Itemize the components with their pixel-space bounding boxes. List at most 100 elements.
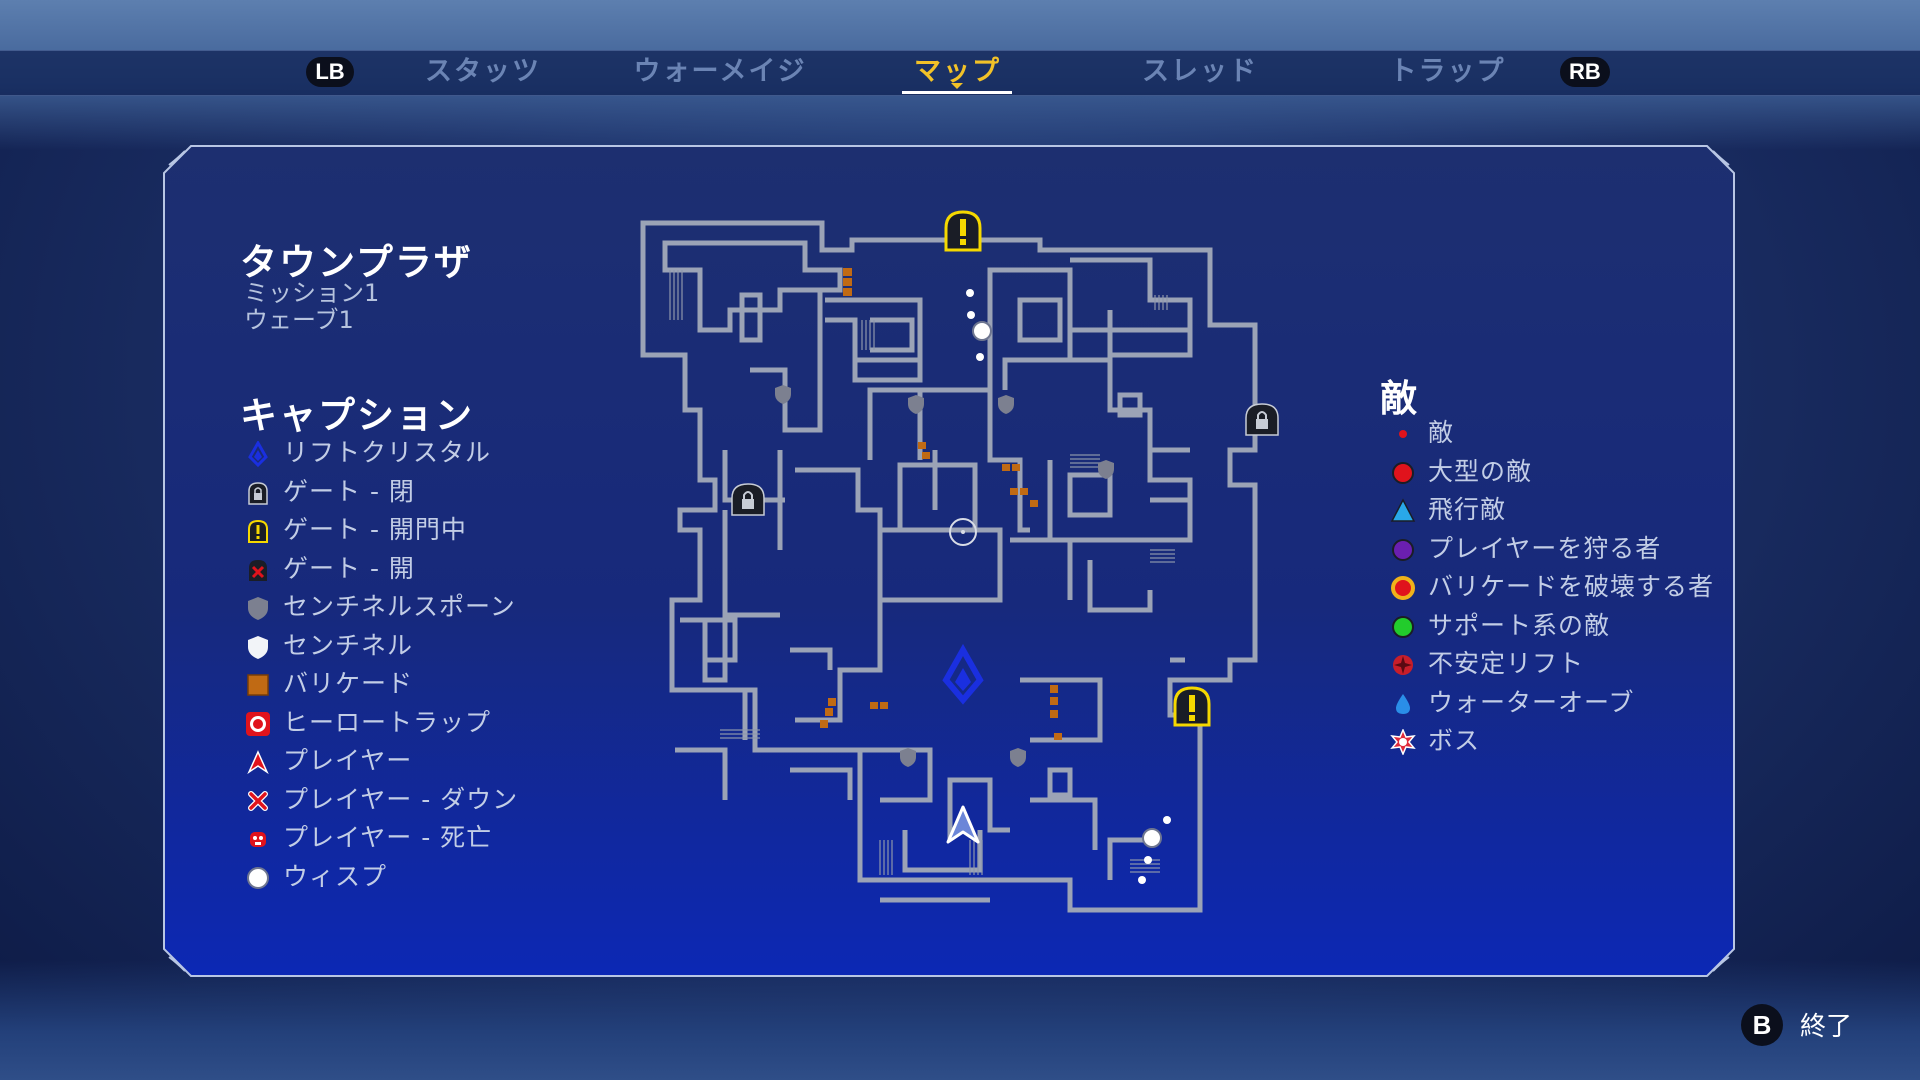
enemy-legend: 敵 大型の敵 飛行敵 プレイヤーを狩る者 バリケードを破壊する者 サポート系の敵… <box>1390 414 1714 761</box>
legend-label: 不安定リフト <box>1428 649 1585 678</box>
legend-label: バリケード <box>283 669 414 698</box>
barricade-icon <box>1050 697 1058 705</box>
player-icon <box>247 750 269 775</box>
map-svg <box>640 210 1279 913</box>
barricade-icon <box>918 442 926 449</box>
unstable-rift-icon <box>1393 655 1413 675</box>
mission-label: ミッション1 <box>244 279 380 307</box>
player-icon <box>946 805 980 844</box>
legend-item: ゲート - 開 <box>245 550 518 589</box>
rift-crystal-icon <box>248 441 268 467</box>
legend-label: サポート系の敵 <box>1428 610 1611 640</box>
barricade-icon <box>870 702 878 709</box>
gate-opening-right <box>1173 686 1211 727</box>
barricade-icon <box>820 720 828 728</box>
barricade-icon <box>825 708 833 716</box>
target-marker-icon <box>949 518 977 546</box>
map-outer-wall <box>640 220 1258 913</box>
gate-closed-left <box>731 483 765 516</box>
level-map[interactable] <box>630 210 1280 940</box>
sentinel-spawn-icon <box>775 385 791 404</box>
gate-closed-right <box>1245 403 1279 436</box>
barricade-icon <box>828 698 836 706</box>
legend-item: ウィスプ <box>245 858 518 897</box>
legend-label: バリケードを破壊する者 <box>1428 572 1715 601</box>
barricade-icon <box>1012 464 1020 471</box>
sentinel-spawn-icon <box>998 395 1014 414</box>
rift-crystal-marker <box>942 643 984 705</box>
legend-item: ウォーターオーブ <box>1390 684 1714 723</box>
sentinel-spawn-icon <box>908 395 924 414</box>
legend-label: プレイヤー - ダウン <box>283 784 519 814</box>
map-walls <box>640 220 1258 913</box>
legend-item: プレイヤー - 死亡 <box>245 819 518 858</box>
boss-icon <box>1390 729 1416 755</box>
gate-closed-icon <box>248 481 268 505</box>
barricade-icon <box>1002 464 1010 471</box>
barricade-icon <box>843 288 852 296</box>
large-enemy-icon <box>1392 461 1414 484</box>
tab-threads[interactable]: スレッド <box>1142 56 1258 87</box>
legend-item: ゲート - 開門中 <box>245 511 518 550</box>
legend-label: センチネル <box>283 630 414 660</box>
wisp-icon <box>1144 856 1152 864</box>
legend-item: ボス <box>1390 722 1714 761</box>
level-title: タウンプラザ <box>240 241 473 284</box>
legend-item: センチネル <box>245 627 518 666</box>
tab-stats[interactable]: スタッツ <box>425 56 541 87</box>
legend-label: ゲート - 開門中 <box>283 515 467 544</box>
gate-open-icon <box>249 559 267 581</box>
sentinel-spawn-icon <box>248 597 268 620</box>
legend-item: バリケードを破壊する者 <box>1390 568 1714 607</box>
legend-label: ボス <box>1428 726 1481 755</box>
tab-traps[interactable]: トラップ <box>1389 56 1506 87</box>
legend-item: ゲート - 閉 <box>245 473 518 512</box>
tab-map[interactable]: マップ <box>914 56 1001 87</box>
legend-label: ヒーロートラップ <box>283 707 492 737</box>
legend-label: ゲート - 閉 <box>283 476 415 506</box>
flying-enemy-icon <box>1390 498 1416 522</box>
legend-label: リフトクリスタル <box>283 438 492 467</box>
legend-item: 飛行敵 <box>1390 491 1714 530</box>
sentinel-icon <box>248 635 268 659</box>
legend-label: プレイヤー - 死亡 <box>283 823 493 852</box>
map-sentinel-spawns <box>775 385 1114 767</box>
barricade-icon <box>843 278 852 286</box>
legend-label: ゲート - 開 <box>283 553 415 583</box>
legend-item: サポート系の敵 <box>1390 607 1714 646</box>
legend-label: 飛行敵 <box>1428 495 1507 524</box>
wave-label: ウェーブ1 <box>244 306 354 334</box>
enemies-title: 敵 <box>1380 377 1419 420</box>
hero-trap-icon <box>246 711 270 736</box>
b-button[interactable]: B <box>1741 1004 1783 1046</box>
water-orb-icon <box>1396 693 1410 714</box>
lb-button[interactable]: LB <box>306 57 354 87</box>
legend-label: プレイヤーを狩る者 <box>1428 533 1662 563</box>
legend-item: プレイヤー - ダウン <box>245 781 518 820</box>
barricade-icon <box>1050 710 1058 718</box>
map-wisps <box>966 289 1171 884</box>
sentinel-spawn-icon <box>1098 460 1114 479</box>
sentinel-spawn-icon <box>900 748 916 767</box>
barricade-icon <box>1020 488 1028 495</box>
support-enemy-icon <box>1392 615 1414 638</box>
tab-active-underline <box>902 91 1012 94</box>
exit-label[interactable]: 終了 <box>1800 1012 1853 1042</box>
barricade-icon <box>1010 488 1018 495</box>
barricade-icon <box>1030 500 1038 507</box>
legend-label: センチネルスポーン <box>283 592 516 621</box>
wisp-icon <box>972 321 992 341</box>
player-hunter-icon <box>1392 538 1414 561</box>
legend-item: 敵 <box>1390 414 1714 453</box>
legend-label: 敵 <box>1428 418 1455 447</box>
legend-item: センチネルスポーン <box>245 588 518 627</box>
wisp-icon <box>247 866 269 889</box>
rb-button[interactable]: RB <box>1560 57 1610 87</box>
gate-opening-top <box>944 210 982 252</box>
sentinel-spawn-icon <box>1010 748 1026 767</box>
player-down-icon <box>248 790 268 811</box>
legend-label: 大型の敵 <box>1428 456 1533 486</box>
legend-item: バリケード <box>245 665 518 704</box>
tab-warmage[interactable]: ウォーメイジ <box>633 56 807 87</box>
legend-item: 大型の敵 <box>1390 453 1714 492</box>
